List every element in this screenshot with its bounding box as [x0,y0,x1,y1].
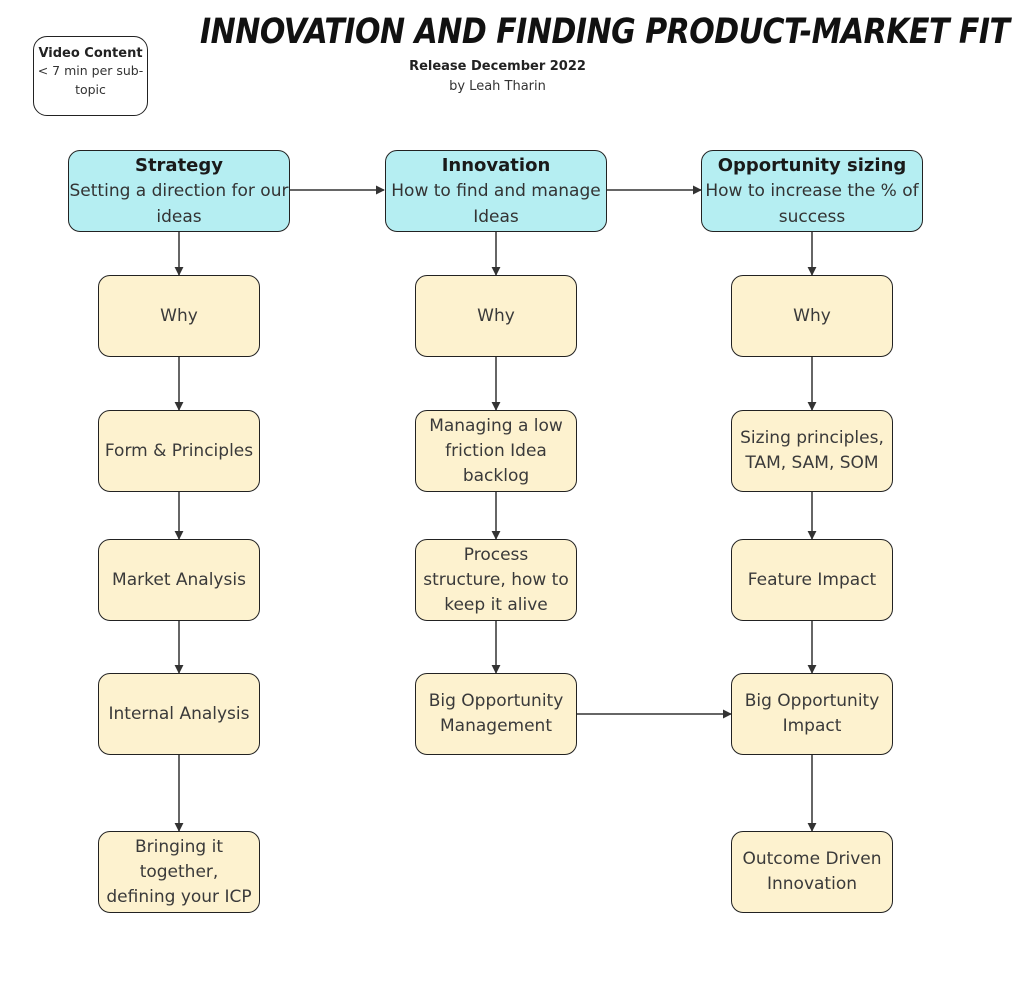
column-description: Setting a direction for our ideas [69,180,289,227]
topic-label: Market Analysis [112,569,246,590]
topic-label: Outcome Driven Innovation [742,849,882,894]
column-header-opportunity-sizing[interactable]: Opportunity sizing How to increase the %… [701,150,923,232]
legend-box: Video Content < 7 min per sub-topic [33,36,148,116]
topic-node[interactable]: Big Opportunity Impact [731,673,893,755]
topic-label: Sizing principles, TAM, SAM, SOM [740,428,884,473]
topic-node[interactable]: Sizing principles, TAM, SAM, SOM [731,410,893,492]
release-subtitle: Release December 2022 [409,59,586,74]
topic-node[interactable]: Feature Impact [731,539,893,621]
topic-label: Process structure, how to keep it alive [423,544,569,615]
topic-node[interactable]: Market Analysis [98,539,260,621]
topic-label: Why [160,305,198,326]
topic-node[interactable]: Why [731,275,893,357]
column-description: How to find and manage Ideas [391,180,601,227]
topic-label: Form & Principles [104,440,254,461]
column-heading: Innovation [441,154,551,176]
column-description: How to increase the % of success [705,180,919,227]
topic-label: Why [793,305,831,326]
topic-node[interactable]: Big Opportunity Management [415,673,577,755]
legend-heading: Video Content [38,46,143,61]
topic-node[interactable]: Outcome Driven Innovation [731,831,893,913]
topic-node[interactable]: Why [415,275,577,357]
topic-label: Feature Impact [747,569,877,590]
topic-label: Managing a low friction Idea backlog [429,415,563,486]
topic-label: Why [477,305,515,326]
column-header-innovation[interactable]: Innovation How to find and manage Ideas [385,150,607,232]
topic-node[interactable]: Process structure, how to keep it alive [415,539,577,621]
author-byline: by Leah Tharin [449,79,546,94]
column-heading: Opportunity sizing [717,154,907,176]
topic-label: Big Opportunity Management [428,691,564,736]
topic-node[interactable]: Internal Analysis [98,673,260,755]
topic-node[interactable]: Managing a low friction Idea backlog [415,410,577,492]
topic-label: Internal Analysis [108,703,250,724]
topic-label: Big Opportunity Impact [744,691,880,736]
topic-node[interactable]: Bringing it together, defining your ICP [98,831,260,913]
column-header-strategy[interactable]: Strategy Setting a direction for our ide… [68,150,290,232]
topic-label: Bringing it together, defining your ICP [106,836,252,907]
topic-node[interactable]: Why [98,275,260,357]
column-heading: Strategy [134,154,224,176]
legend-description: < 7 min per sub-topic [37,63,144,97]
topic-node[interactable]: Form & Principles [98,410,260,492]
